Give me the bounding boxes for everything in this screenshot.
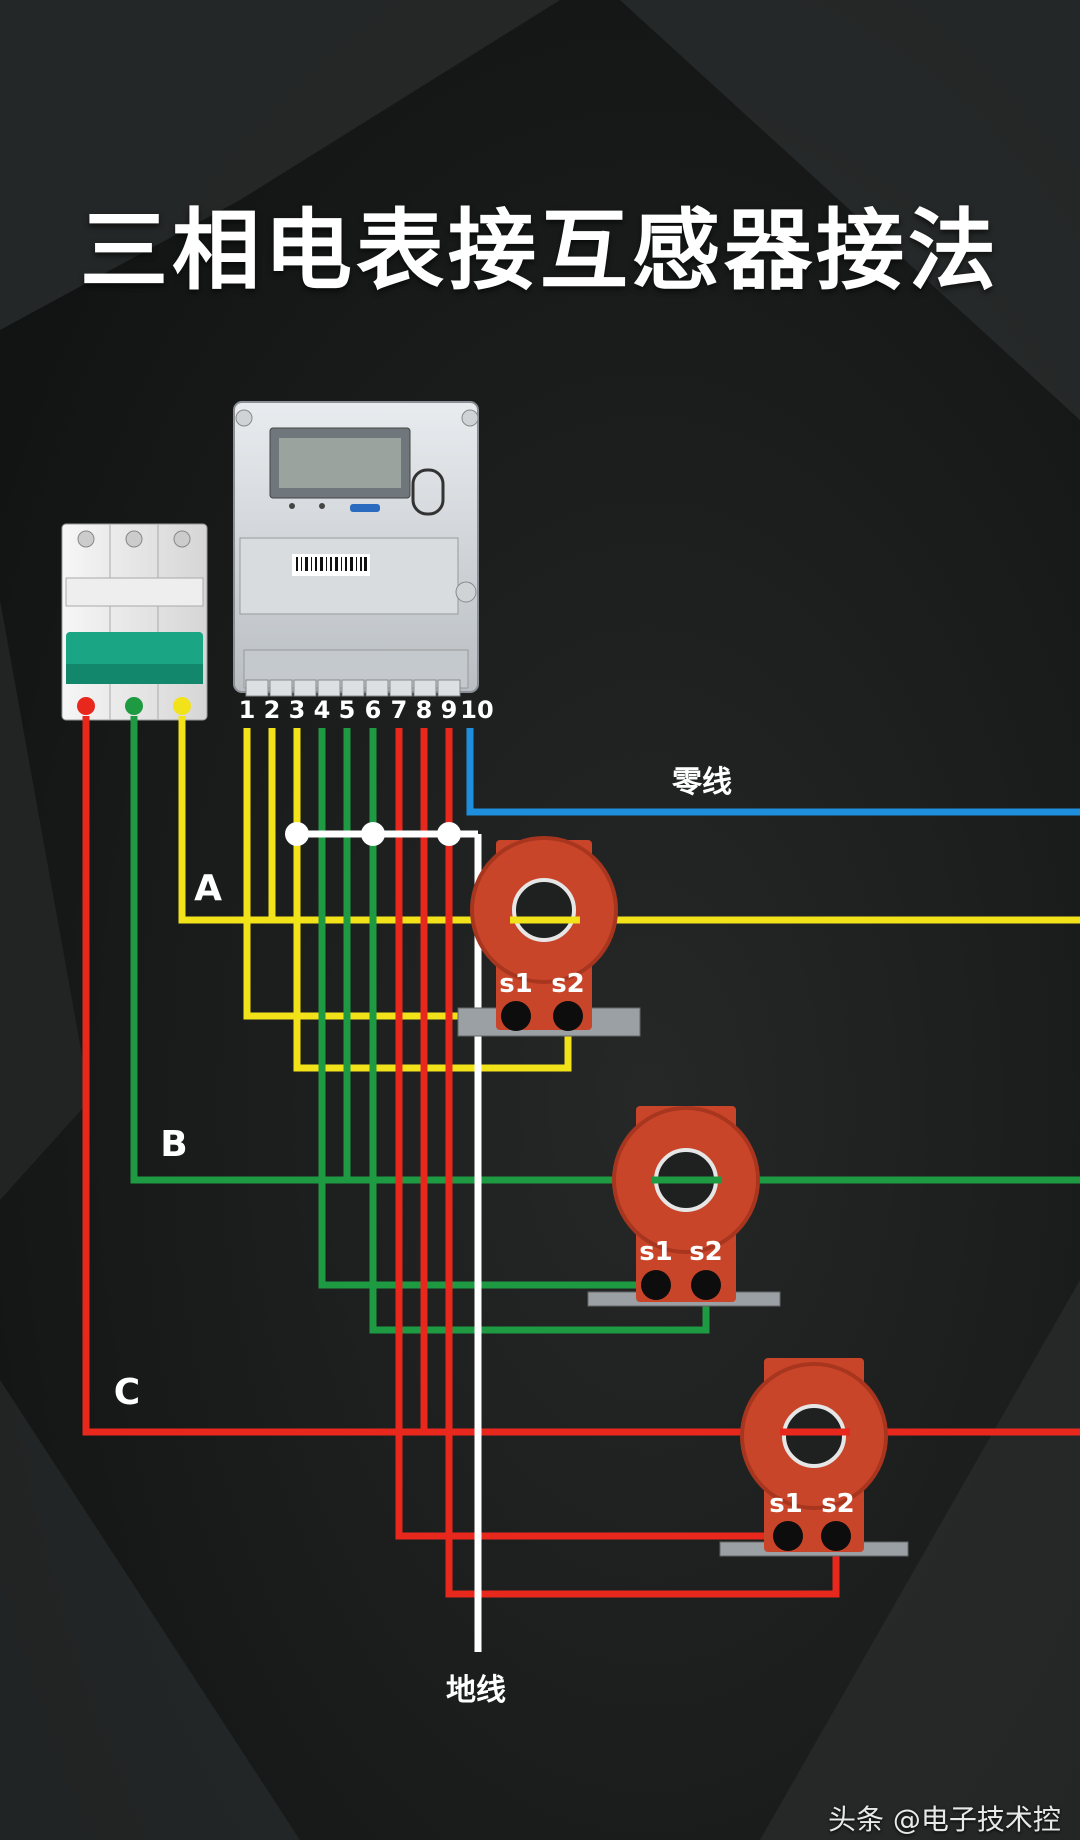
ct-b-s2-label: s2 <box>689 1237 723 1267</box>
ct-c-s2-label: s2 <box>821 1489 855 1519</box>
terminal-4: 4 <box>314 696 331 724</box>
phase-b-s1-wire <box>318 728 656 1289</box>
ground-junction-s2-c <box>437 822 461 846</box>
terminal-8: 8 <box>416 696 433 724</box>
phase-c-s1-wire <box>395 728 788 1540</box>
phase-b-main-wire <box>130 716 1080 1184</box>
ct-a-s2-label: s2 <box>551 969 585 999</box>
page-title: 三相电表接互感器接法 <box>79 199 1000 302</box>
current-transformer-c: s1 s2 <box>719 1358 909 1557</box>
phase-a-label: A <box>194 868 222 909</box>
terminal-9: 9 <box>441 696 458 724</box>
neutral-label: 零线 <box>672 765 732 800</box>
meter-terminal-numbers: 1 2 3 4 5 6 7 8 9 10 <box>239 696 494 724</box>
terminal-7: 7 <box>391 696 408 724</box>
electric-meter <box>233 401 479 697</box>
current-transformer-b: s1 s2 <box>587 1106 781 1307</box>
circuit-breaker <box>61 523 208 721</box>
terminal-3: 3 <box>289 696 306 724</box>
ground-junction-s2-a <box>285 822 309 846</box>
phase-b-s2-wire <box>369 728 710 1334</box>
terminal-1: 1 <box>239 696 256 724</box>
ct-b-s1-label: s1 <box>639 1237 673 1267</box>
phase-c-main-wire <box>82 716 1080 1436</box>
neutral-wire <box>466 728 1080 816</box>
terminal-6: 6 <box>365 696 382 724</box>
terminal-2: 2 <box>264 696 281 724</box>
phase-b-label: B <box>160 1124 187 1165</box>
terminal-5: 5 <box>339 696 356 724</box>
phase-a-main-wire <box>178 716 1080 924</box>
ground-junctions <box>285 822 461 846</box>
current-transformer-a: s1 s2 <box>457 836 641 1037</box>
phase-c-label: C <box>114 1372 140 1413</box>
ct-a-s1-label: s1 <box>499 969 533 999</box>
ct-c-s1-label: s1 <box>769 1489 803 1519</box>
watermark: 头条 @电子技术控 <box>828 1803 1061 1836</box>
terminal-10: 10 <box>460 696 493 724</box>
ground-junction-s2-b <box>361 822 385 846</box>
ground-label: 地线 <box>446 1673 506 1708</box>
phase-c-s2-wire <box>445 728 840 1598</box>
phase-a-s2-wire <box>293 728 572 1072</box>
